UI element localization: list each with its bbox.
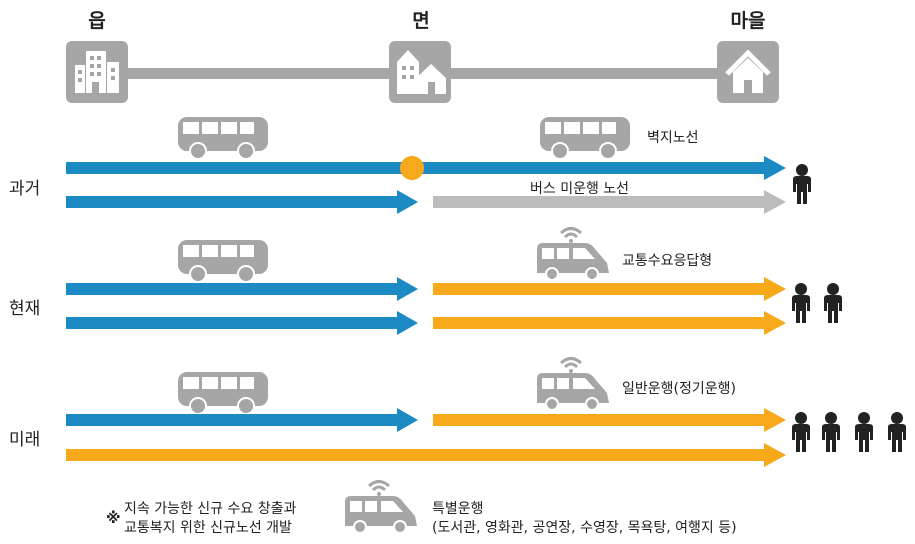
row-label-future: 미래 [9, 430, 40, 450]
person-icon [855, 412, 873, 452]
person-icon [822, 412, 840, 452]
arrow-past-2-left [66, 190, 418, 214]
apartment-building-icon [66, 41, 128, 103]
row-label-past: 과거 [9, 179, 40, 199]
row-label-present: 현재 [9, 299, 40, 319]
person-icon [824, 283, 842, 323]
arrow-past-2-right [433, 190, 786, 214]
person-icon [792, 283, 810, 323]
arrow-present-1-right [433, 277, 786, 301]
footnote-mark: ※ [106, 509, 121, 527]
special-service-destinations: (도서관, 영화관, 공연장, 수영장, 목욕탕, 여행지 등) [432, 520, 737, 536]
special-service-title: 특별운행 [432, 501, 484, 517]
label-no-bus-route: 버스 미운행 노선 [530, 181, 629, 197]
wifi-van-icon [343, 480, 419, 535]
wifi-van-icon [535, 227, 611, 282]
footnote-line-1: 지속 가능한 신규 수요 창출과 [124, 501, 296, 517]
house-icon [717, 41, 779, 103]
arrow-future-1-left [66, 408, 418, 432]
label-demand-responsive: 교통수요응답형 [622, 253, 712, 269]
person-icon [792, 412, 810, 452]
arrow-present-1-left [66, 277, 418, 301]
node-label-maeul: 마을 [731, 10, 766, 32]
arrow-present-2-left [66, 311, 418, 335]
bus-icon [177, 371, 269, 415]
person-icon [888, 412, 906, 452]
houses-icon [389, 41, 451, 103]
label-remote-route: 벽지노선 [647, 130, 699, 146]
label-regular-service: 일반운행(정기운행) [622, 381, 736, 397]
node-label-eup: 읍 [88, 10, 105, 32]
bus-icon [539, 116, 631, 160]
bus-icon [177, 116, 269, 160]
arrow-present-2-right [433, 311, 786, 335]
footnote-line-2: 교통복지 위한 신규노선 개발 [124, 520, 292, 536]
junction-dot [400, 156, 424, 180]
arrow-past-1 [66, 156, 786, 180]
node-label-myeon: 면 [412, 10, 429, 32]
arrow-future-2 [66, 443, 786, 467]
wifi-van-icon [535, 357, 611, 412]
arrow-future-1-right [433, 408, 786, 432]
bus-icon [177, 239, 269, 283]
person-icon [793, 164, 811, 204]
